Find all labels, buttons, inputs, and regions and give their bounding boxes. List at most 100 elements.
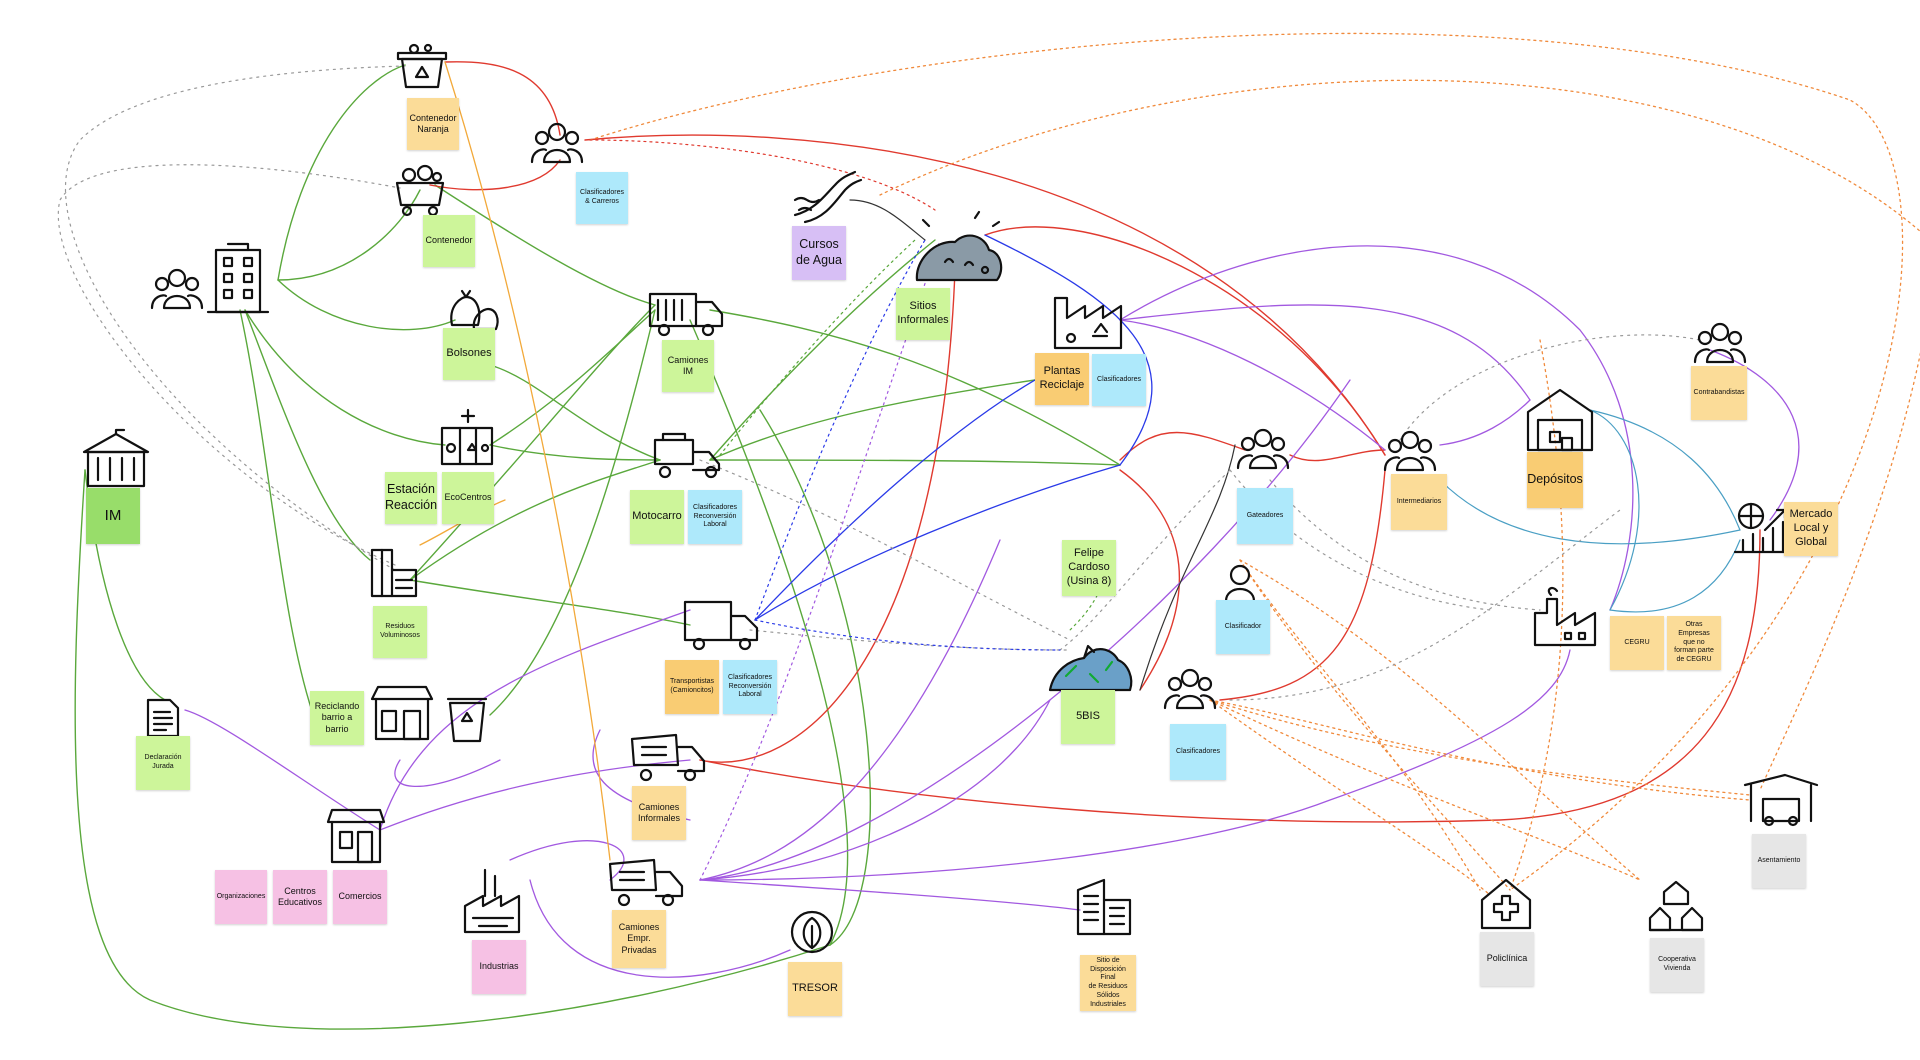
delivery-truck-icon	[683, 600, 759, 651]
housing-icon	[1648, 880, 1704, 932]
edge	[754, 619, 1061, 651]
note-clasificadores-reconversion-moto: Clasificadores Reconversión Laboral	[688, 490, 742, 544]
eco-factory-icon	[1533, 586, 1597, 647]
note-estacion-reaccion: Estación Reacción	[385, 472, 437, 524]
note-otras-empresas: Otras Empresas que no forman parte de CE…	[1667, 616, 1721, 670]
edge	[1119, 245, 1634, 611]
note-clasificadores-plantas: Clasificadores	[1092, 354, 1146, 406]
government-building-icon	[82, 428, 150, 488]
note-camiones-im: Camiones IM	[662, 340, 714, 392]
edge	[1509, 339, 1564, 891]
edge	[1209, 699, 1751, 801]
note-im: IM	[86, 488, 140, 544]
river-icon	[793, 170, 863, 224]
edge	[239, 309, 316, 721]
shop-icon	[370, 685, 434, 741]
edge	[1589, 409, 1640, 611]
edge	[244, 309, 371, 561]
edge	[1439, 479, 1741, 545]
edge	[277, 189, 421, 281]
note-mercado: Mercado Local y Global	[1784, 502, 1838, 556]
edge	[1589, 409, 1741, 531]
edge	[849, 199, 926, 241]
note-motocarro: Motocarro	[630, 490, 684, 544]
note-centros-educativos: Centros Educativos	[273, 870, 327, 924]
edge	[584, 134, 1386, 456]
note-bolsones: Bolsones	[443, 328, 495, 380]
edge	[589, 32, 1904, 891]
edge	[699, 699, 1051, 881]
edge	[689, 319, 849, 946]
note-5bis: 5BIS	[1061, 690, 1115, 744]
note-contenedor: Contenedor	[423, 215, 475, 267]
edge	[589, 139, 936, 211]
people-icon	[1163, 668, 1217, 710]
edge	[1119, 304, 1531, 401]
note-clasificadores-reconversion-truck: Clasificadores Reconversión Laboral	[723, 660, 777, 714]
edge	[444, 61, 561, 136]
storefront-icon	[326, 808, 386, 864]
edge	[277, 64, 406, 281]
people-icon	[530, 122, 584, 164]
edge	[1119, 319, 1386, 451]
edge	[509, 840, 625, 881]
edge	[984, 234, 1153, 466]
edge	[1439, 399, 1531, 446]
apartment-building-icon	[206, 242, 270, 314]
edge	[277, 279, 456, 331]
people-icon	[1383, 430, 1437, 472]
edge	[1209, 699, 1491, 896]
people-icon	[1693, 322, 1747, 364]
edge	[1239, 559, 1511, 891]
note-asentamiento: Asentamiento	[1752, 834, 1806, 888]
edge	[709, 379, 1036, 461]
edge	[409, 579, 691, 626]
note-policlinica: Policlínica	[1480, 932, 1534, 986]
note-cooperativa: Cooperativa Vivienda	[1650, 938, 1704, 992]
note-camiones-informales: Camiones Informales	[632, 786, 686, 840]
note-felipe-cardoso: Felipe Cardoso (Usina 8)	[1062, 540, 1116, 596]
edge	[1119, 431, 1246, 461]
note-intermediarios: Intermediarios	[1391, 474, 1447, 530]
note-residuos-voluminosos: Residuos Voluminosos	[373, 606, 427, 658]
note-comercios: Comercios	[333, 870, 387, 924]
recycling-factory-icon	[1053, 296, 1123, 350]
furniture-icon	[370, 548, 418, 598]
note-plantas-reciclaje: Plantas Reciclaje	[1035, 353, 1089, 405]
edge	[1239, 559, 1641, 881]
edge	[699, 879, 1081, 911]
recycling-bin-icon	[396, 43, 448, 89]
note-contenedor-naranja: Contenedor Naranja	[407, 98, 459, 150]
document-icon	[146, 698, 180, 738]
note-clasificador: Clasificador	[1216, 600, 1270, 654]
note-reciclando-barrio: Reciclando barrio a barrio	[310, 691, 364, 745]
edge	[1209, 699, 1641, 881]
note-tresor: TRESOR	[788, 962, 842, 1016]
edge	[984, 226, 1386, 456]
note-transportistas: Transportistas (Camioncitos)	[665, 660, 719, 714]
edge	[699, 649, 1571, 881]
dumpster-icon	[395, 164, 445, 217]
edge	[879, 79, 1920, 233]
trash-bags-icon	[450, 289, 499, 331]
edge	[394, 759, 501, 788]
warehouse-icon	[1526, 388, 1594, 452]
edge	[1609, 539, 1741, 613]
edge	[1209, 699, 1751, 796]
industry-icon	[463, 868, 521, 934]
note-gateadores: Gateadores	[1237, 488, 1293, 544]
edge	[754, 379, 1036, 621]
clinic-icon	[1480, 878, 1532, 930]
edge	[1399, 334, 1701, 441]
note-organizaciones: Organizaciones	[215, 870, 267, 924]
shelter-icon	[1743, 773, 1819, 827]
note-clasificadores-5bis: Clasificadores	[1170, 724, 1226, 780]
edge	[749, 629, 1071, 651]
note-clasificadores-carreros: Clasificadores & Carreros	[576, 172, 628, 224]
note-declaracion-jurada: Declaración Jurada	[136, 736, 190, 790]
note-contrabandistas: Contrabandistas	[1691, 366, 1747, 420]
note-ecocentros: EcoCentros	[442, 472, 494, 524]
edge	[709, 459, 1121, 466]
note-camiones-privadas: Camiones Empr. Privadas	[612, 910, 666, 968]
